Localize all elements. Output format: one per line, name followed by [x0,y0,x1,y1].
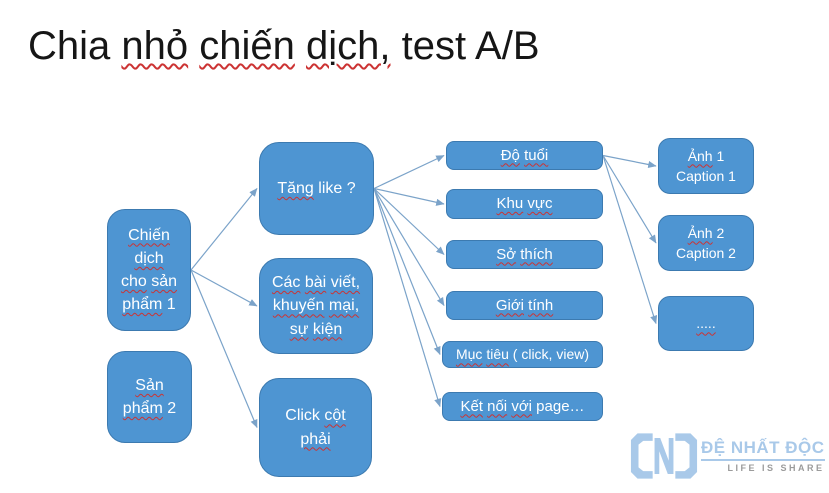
node-label-line: Kết nối với page… [460,397,585,415]
node-label-line: Ảnh 1 [687,147,725,164]
node-photo-2: Ảnh 2 Caption 2 [658,215,754,271]
connector [373,187,445,206]
node-campaign-product-1: Chiến dịch cho sản phẩm 1 [107,209,191,331]
node-label-line: phẩm 1 [122,296,176,314]
node-label-line: Caption 1 [676,168,736,184]
title-word: A/B [475,24,540,68]
connector [602,155,657,244]
node-age: Độ tuổi [446,141,603,170]
logo-text-block: ĐỆ NHẤT ĐỘC LIFE IS SHARE [701,437,825,474]
connector [602,154,657,169]
logo-brand: ĐỆ NHẤT ĐỘC [701,437,825,457]
node-label-line: dịch [134,249,164,267]
logo-tagline: LIFE IS SHARE [727,463,825,474]
node-page-connection: Kết nối với page… [442,392,603,421]
node-label-line: Tăng like ? [277,179,356,197]
title-word: test [401,24,467,68]
connector [373,188,442,408]
title-word: Chia [28,24,111,68]
connector [190,188,258,271]
node-label-line: ..... [696,315,716,332]
node-interests: Sở thích [446,240,603,269]
node-label-line: phải [300,430,331,448]
title-word: chiến [199,24,295,68]
node-label-line: sự kiện [289,320,343,338]
n-brackets-icon [630,433,698,479]
node-label-line: Giới tính [495,296,554,314]
node-label-line: khuyến mại, [272,297,360,315]
node-label-line: Mục tiêu ( click, view) [455,346,590,363]
title-word: nhỏ [121,24,189,68]
node-label-line: Sản [135,376,164,394]
connector [373,188,445,255]
node-increase-like: Tăng like ? [259,142,374,235]
title-word: dịch, [306,24,391,68]
node-label-line: phẩm 2 [122,400,177,417]
node-objective: Mục tiêu ( click, view) [442,341,603,368]
node-label-line: Ảnh 2 [687,224,725,241]
logo-divider [701,459,825,462]
page-title: Chia nhỏ chiến dịch, test A/B [28,24,540,69]
node-photo-1: Ảnh 1 Caption 1 [658,138,754,194]
connector [190,269,258,429]
node-label-line: Caption 2 [676,245,736,261]
node-region: Khu vực [446,189,603,219]
connector [190,269,258,307]
connector [373,154,445,190]
node-label-line: Khu vực [496,195,553,213]
node-product-2: Sản phẩm 2 [107,351,192,443]
node-more-dots: ..... [658,296,754,351]
node-gender: Giới tính [446,291,603,320]
connector [373,188,445,307]
node-label-line: Độ tuổi [500,146,549,164]
node-label-line: cho sản [120,273,178,290]
node-label-line: Các bài viết, [271,274,361,292]
node-click-right-column: Click cột phải [259,378,372,477]
node-label-line: Chiến [128,226,170,244]
connector [602,155,658,325]
node-label-line: Sở thích [496,245,553,263]
node-label-line: Click cột [285,407,346,425]
watermark-logo: ĐỆ NHẤT ĐỘC LIFE IS SHARE [630,429,825,483]
connector [373,188,441,356]
node-posts-promos-events: Các bài viết, khuyến mại, sự kiện [259,258,373,354]
